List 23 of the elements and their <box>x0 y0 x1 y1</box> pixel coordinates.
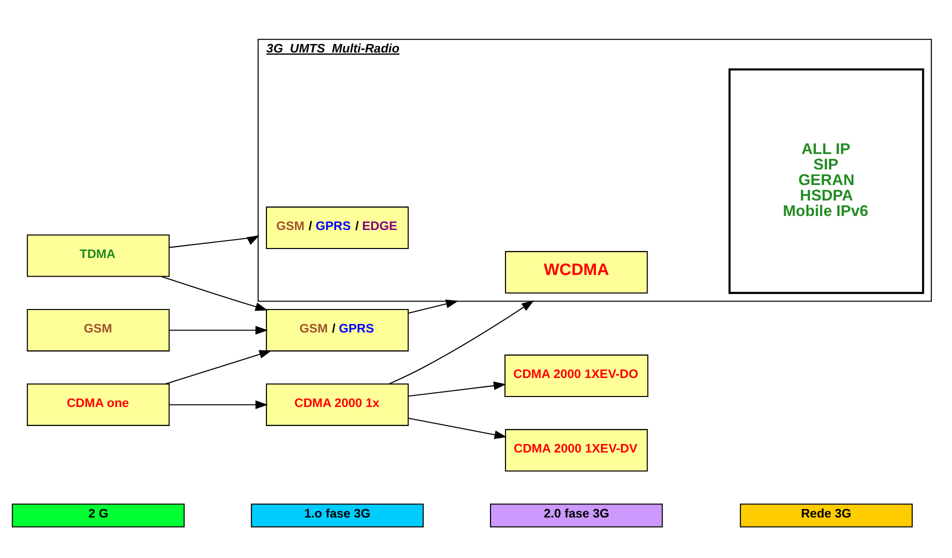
node-box: ALL IP SIP GERAN HSDPA Mobile IPv6 <box>728 68 924 294</box>
node-box: WCDMA <box>504 251 648 294</box>
node-box: CDMA 2000 1XEV-DV <box>504 429 648 472</box>
node-box: TDMA <box>26 234 170 277</box>
node-box: 1.o fase 3G <box>250 504 424 528</box>
node-box: CDMA one <box>26 384 170 426</box>
arrow <box>388 300 534 384</box>
node-box: GSM / GPRS / EDGE <box>266 206 409 249</box>
arrow <box>169 326 268 335</box>
node-box: GSM / GPRS <box>266 309 409 352</box>
arrow <box>408 418 507 440</box>
node-box: 2 G <box>12 504 185 528</box>
node-box: GSM <box>26 309 170 352</box>
node-box: Rede 3G <box>740 504 913 528</box>
node-box: CDMA 2000 1XEV-DO <box>504 354 648 397</box>
arrow <box>169 400 268 410</box>
arrow <box>408 300 458 314</box>
node-box: CDMA 2000 1x <box>266 384 409 426</box>
arrow <box>169 235 260 248</box>
node-box: 2.0 fase 3G <box>490 504 663 528</box>
arrow <box>165 350 272 384</box>
arrow <box>408 381 506 397</box>
arrow <box>161 276 268 311</box>
